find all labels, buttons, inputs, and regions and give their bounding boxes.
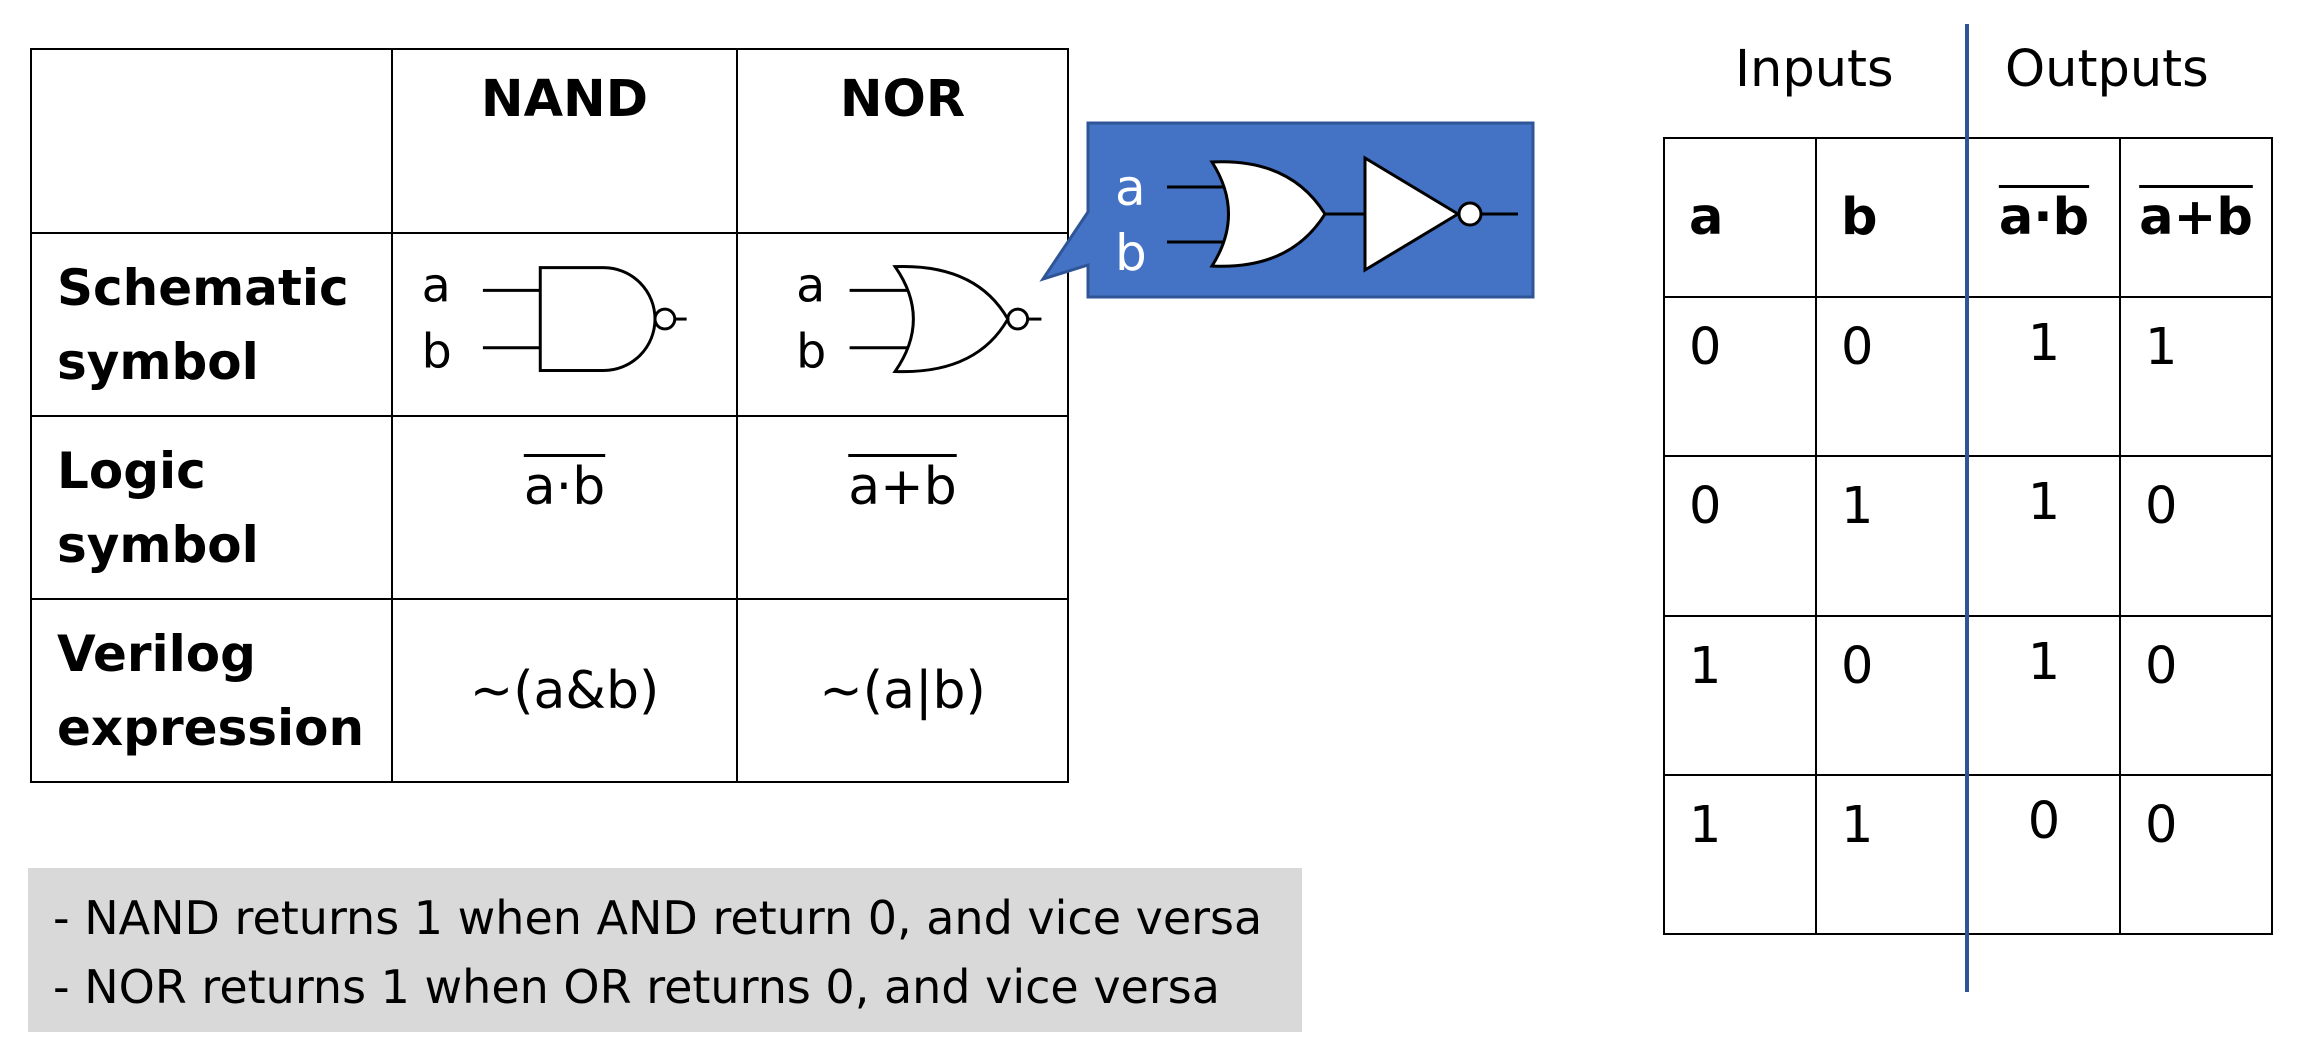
- nor-input-a-label: a: [796, 258, 825, 313]
- nand-logic-cell: a·b: [391, 415, 738, 600]
- cell-b: 1: [1815, 455, 1969, 617]
- nand-logic-expression: a·b: [523, 457, 606, 517]
- table-row: 0 1 1 0: [1663, 455, 2273, 617]
- row-label-line: Schematic: [57, 258, 349, 317]
- cell-nor: 0: [2119, 455, 2273, 617]
- nor-gate-icon: a b: [796, 258, 1042, 380]
- gate-comparison-table: NAND NOR Schematic symbol a b a b: [30, 48, 1069, 783]
- cell-a: 0: [1663, 455, 1817, 617]
- truth-table-header-row: a b a·b a+b: [1663, 136, 2273, 299]
- nand-gate-icon: a b: [422, 258, 687, 380]
- nor-input-b-label: b: [796, 325, 826, 380]
- cell-b: 0: [1815, 296, 1969, 458]
- nand-input-b-label: b: [422, 325, 452, 380]
- nand-input-a-label: a: [422, 258, 451, 313]
- row-label-line: symbol: [57, 332, 259, 391]
- truth-table: a b a·b a+b 0 0 1 1 0 1 1 0 1 0 1 0 1 1 …: [1663, 136, 2273, 936]
- table-row: 1 1 0 0: [1663, 773, 2273, 936]
- col-header-a: a: [1663, 136, 1817, 299]
- nand-inversion-bubble: [653, 307, 677, 331]
- row-label-schematic: Schematic symbol: [30, 232, 393, 417]
- inputs-group-header: Inputs: [1735, 40, 1894, 99]
- nand-schematic-cell: a b: [391, 232, 738, 417]
- row-label-line: Verilog: [57, 624, 256, 683]
- cell-b: 1: [1815, 773, 1969, 936]
- col-header-nand: a·b: [1967, 136, 2121, 299]
- callout-input-a-label: a: [1115, 159, 1146, 217]
- cell-nor: 0: [2119, 614, 2273, 776]
- table-row-verilog: Verilog expression ~(a&b) ~(a|b): [30, 598, 1069, 783]
- col-header-nor: a+b: [2119, 136, 2273, 299]
- cell-a: 1: [1663, 614, 1817, 776]
- callout-input-b-label: b: [1115, 224, 1147, 282]
- header-empty-cell: [30, 48, 393, 234]
- cell-nor: 0: [2119, 773, 2273, 936]
- row-label-verilog: Verilog expression: [30, 598, 393, 783]
- nor-logic-cell: a+b: [736, 415, 1069, 600]
- nor-equivalent-callout: a b: [1039, 121, 1535, 299]
- cell-nand: 1: [1967, 296, 2121, 458]
- nor-gate-body: [892, 265, 1010, 374]
- cell-nand: 0: [1967, 773, 2121, 936]
- nor-column-expression: a+b: [2139, 188, 2253, 248]
- row-label-line: Logic: [57, 441, 206, 500]
- outputs-group-header: Outputs: [2005, 40, 2209, 99]
- row-label-line: symbol: [57, 515, 259, 574]
- nand-verilog-expression: ~(a&b): [469, 660, 660, 721]
- row-label-logic: Logic symbol: [30, 415, 393, 600]
- table-row: 0 0 1 1: [1663, 296, 2273, 458]
- cell-nand: 1: [1967, 614, 2121, 776]
- nand-verilog-cell: ~(a&b): [391, 598, 738, 783]
- nor-inversion-bubble: [1006, 307, 1030, 331]
- note-line: - NAND returns 1 when AND return 0, and …: [53, 891, 1263, 945]
- table-header-row: NAND NOR: [30, 48, 1069, 234]
- nand-gate-body: [538, 266, 657, 372]
- row-label-line: expression: [57, 698, 365, 757]
- cell-nand: 1: [1967, 455, 2121, 617]
- or-gate-plus-not-gate-icon: [1167, 155, 1518, 273]
- cell-nor: 1: [2119, 296, 2273, 458]
- nor-verilog-cell: ~(a|b): [736, 598, 1069, 783]
- header-nor: NOR: [736, 48, 1069, 234]
- cell-b: 0: [1815, 614, 1969, 776]
- nor-schematic-cell: a b: [736, 232, 1069, 417]
- notes-box: - NAND returns 1 when AND return 0, and …: [28, 868, 1302, 1032]
- header-nand: NAND: [391, 48, 738, 234]
- inputs-outputs-divider: [1965, 24, 1969, 992]
- note-line: - NOR returns 1 when OR returns 0, and v…: [53, 960, 1220, 1014]
- nor-verilog-expression: ~(a|b): [819, 660, 986, 721]
- nand-column-expression: a·b: [1998, 188, 2090, 248]
- table-row-logic: Logic symbol a·b a+b: [30, 415, 1069, 600]
- table-row-schematic: Schematic symbol a b a b: [30, 232, 1069, 417]
- col-header-b: b: [1815, 136, 1969, 299]
- nor-logic-expression: a+b: [848, 457, 957, 517]
- cell-a: 0: [1663, 296, 1817, 458]
- cell-a: 1: [1663, 773, 1817, 936]
- table-row: 1 0 1 0: [1663, 614, 2273, 776]
